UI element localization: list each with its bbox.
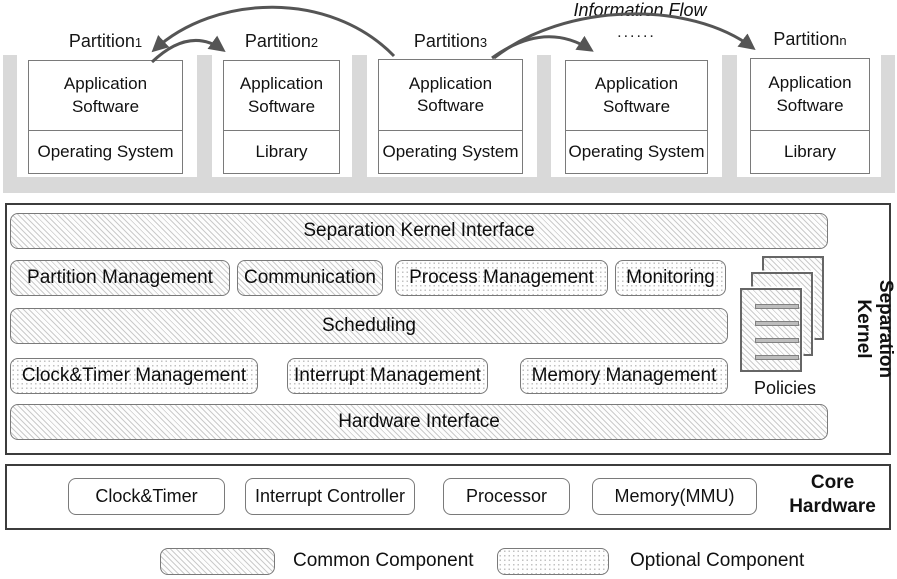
clock-timer-management-box: Clock&Timer Management	[10, 358, 258, 394]
partition-3-box: Application Software Operating System	[378, 59, 523, 174]
separation-kernel-section-title: Separation Kernel	[852, 249, 896, 409]
partition-management-box: Partition Management	[10, 260, 230, 296]
partition-wall	[881, 55, 895, 193]
partition-4-operating-system: Operating System	[566, 130, 707, 173]
partition-tray-base	[3, 177, 895, 193]
partition-wall	[352, 55, 367, 193]
partition-wall	[537, 55, 551, 193]
policies-label: Policies	[753, 378, 817, 398]
partition-3-application-software: Application Software	[408, 73, 493, 115]
common-component-label: Common Component	[293, 550, 474, 571]
partition-3-subscript: 3	[479, 35, 488, 50]
information-flow-label: Information Flow	[573, 0, 707, 20]
document-text-line	[755, 338, 799, 343]
partition-wall	[3, 55, 17, 193]
policy-document-icon	[740, 288, 802, 372]
partition-3-name: Partition	[413, 31, 480, 51]
processor-box: Processor	[443, 478, 570, 515]
partition-n-subscript: n	[839, 33, 847, 48]
partition-2-library: Library	[224, 130, 339, 173]
partition-3-title: Partition3	[378, 31, 523, 52]
scheduling-box: Scheduling	[10, 308, 728, 344]
interrupt-controller-box: Interrupt Controller	[245, 478, 415, 515]
partition-n-title: Partitionn	[750, 29, 870, 50]
document-text-line	[755, 355, 799, 360]
core-hardware-section-title: Core Hardware	[775, 471, 890, 519]
document-text-line	[755, 321, 799, 326]
document-text-line	[755, 304, 799, 309]
separation-kernel-title-line2: Kernel	[853, 299, 875, 359]
clock-timer-box: Clock&Timer	[68, 478, 225, 515]
separation-kernel-interface-box: Separation Kernel Interface	[10, 213, 828, 249]
more-partitions-ellipsis: ......	[617, 24, 656, 41]
monitoring-box: Monitoring	[615, 260, 726, 296]
partition-2-application-software: Application Software	[239, 74, 324, 116]
partition-n-library: Library	[751, 130, 869, 173]
partition-3-operating-system: Operating System	[379, 130, 522, 173]
partition-wall	[722, 55, 737, 193]
process-management-box: Process Management	[395, 260, 608, 296]
partition-1-name: Partition	[68, 31, 135, 51]
partition-2-box: Application Software Library	[223, 60, 340, 174]
partition-2-title: Partition2	[223, 31, 340, 52]
optional-component-swatch	[497, 548, 609, 575]
separation-kernel-title-line1: Separation	[875, 279, 896, 379]
partition-2-name: Partition	[244, 31, 311, 51]
memory-mmu-box: Memory(MMU)	[592, 478, 757, 515]
partition-4-box: Application Software Operating System	[565, 60, 708, 174]
partition-n-application-software: Application Software	[768, 73, 852, 115]
partition-1-title: Partition1	[28, 31, 183, 52]
partition-1-subscript: 1	[134, 35, 143, 50]
partition-n-box: Application Software Library	[750, 58, 870, 174]
hardware-interface-box: Hardware Interface	[10, 404, 828, 440]
partition-1-application-software: Application Software	[63, 74, 148, 116]
core-hardware-title-line2: Hardware	[789, 495, 876, 517]
communication-box: Communication	[237, 260, 383, 296]
partition-2-subscript: 2	[310, 35, 319, 50]
partition-1-box: Application Software Operating System	[28, 60, 183, 174]
core-hardware-title-line1: Core	[810, 472, 855, 493]
memory-management-box: Memory Management	[520, 358, 728, 394]
common-component-swatch	[160, 548, 275, 575]
partition-n-name: Partition	[773, 29, 840, 49]
interrupt-management-box: Interrupt Management	[287, 358, 488, 394]
partition-wall	[197, 55, 212, 193]
optional-component-label: Optional Component	[630, 550, 805, 571]
partition-4-application-software: Application Software	[594, 74, 679, 116]
partition-1-operating-system: Operating System	[29, 130, 182, 173]
